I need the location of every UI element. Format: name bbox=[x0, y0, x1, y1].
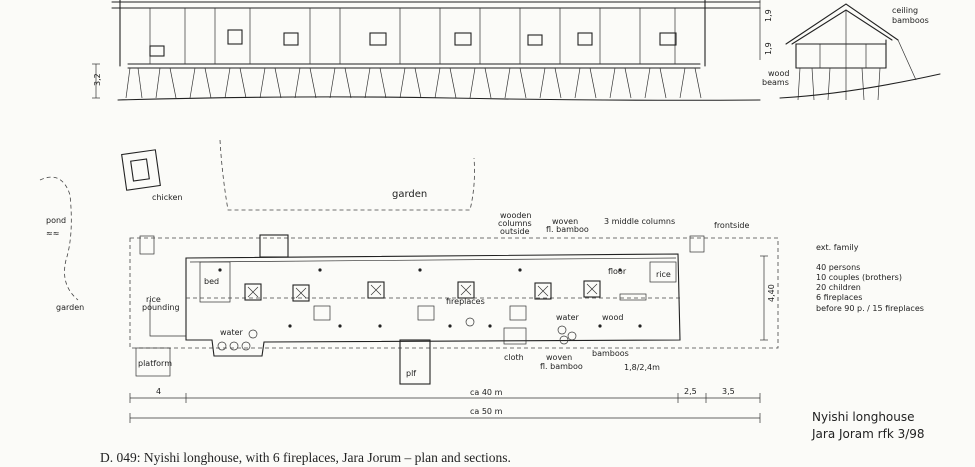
rice-pounding-label-2: pounding bbox=[142, 303, 180, 312]
frontside-label: frontside bbox=[714, 221, 750, 230]
woven-bamboo-bottom-label: woven bbox=[546, 353, 572, 362]
dim-ca50: ca 50 m bbox=[470, 407, 503, 416]
sketch-title-line-2: Jara Joram rfk 3/98 bbox=[811, 427, 925, 441]
plan-posts bbox=[218, 268, 642, 328]
wooden-columns-label-3: outside bbox=[500, 227, 530, 236]
ceiling-label: ceiling bbox=[892, 6, 918, 15]
wood-beams-label: wood bbox=[768, 69, 789, 78]
family-notes: ext. family 40 persons 10 couples (broth… bbox=[816, 243, 924, 313]
garden-fence-top bbox=[219, 139, 475, 211]
water-left-label: water bbox=[220, 328, 244, 337]
wood-label: wood bbox=[602, 313, 623, 322]
chicken-label: chicken bbox=[152, 193, 182, 202]
pond-symbol: ≈≈ bbox=[46, 229, 59, 238]
longhouse-elevation bbox=[92, 0, 761, 101]
fireplaces bbox=[244, 280, 601, 302]
wooden-columns-label-2: columns bbox=[498, 219, 532, 228]
pond-outline bbox=[39, 176, 79, 301]
woven-bamboo-bottom-label-2: fl. bamboo bbox=[540, 362, 583, 371]
wood-beams-label-2: beams bbox=[762, 78, 789, 87]
note-line-4: 20 children bbox=[816, 283, 861, 292]
woven-bamboo-top-label-2: fl. bamboo bbox=[546, 225, 589, 234]
dim-2-5: 2,5 bbox=[684, 387, 697, 396]
bamboos-label: bamboos bbox=[892, 16, 929, 25]
rice-right-label: rice bbox=[656, 270, 671, 279]
note-line-3: 10 couples (brothers) bbox=[816, 273, 902, 282]
pond-label: pond bbox=[46, 216, 66, 225]
note-line-5: 6 fireplaces bbox=[816, 293, 862, 302]
garden-label-left: garden bbox=[56, 303, 84, 312]
scale-label: 1,8/2,4m bbox=[624, 363, 660, 372]
height-label-left: 3,2 bbox=[93, 73, 102, 86]
note-line-2: 40 persons bbox=[816, 263, 860, 272]
cloth-label: cloth bbox=[504, 353, 524, 362]
figure-caption: D. 049: Nyishi longhouse, with 6 firepla… bbox=[100, 450, 511, 465]
platform-label: platform bbox=[138, 359, 172, 368]
water-vessels bbox=[217, 317, 577, 351]
longhouse-plan bbox=[129, 234, 779, 385]
height-label-right-top: 1,9 bbox=[764, 9, 773, 22]
height-label-right-bottom: 1,9 bbox=[764, 42, 773, 55]
note-line-1: ext. family bbox=[816, 243, 859, 252]
dim-3-5: 3,5 bbox=[722, 387, 735, 396]
woven-bamboo-top-label: woven bbox=[552, 217, 578, 226]
water-right-label: water bbox=[556, 313, 580, 322]
bamboos-plan-label: bamboos bbox=[592, 349, 629, 358]
floor-label: floor bbox=[608, 267, 627, 276]
dim-ca40: ca 40 m bbox=[470, 388, 503, 397]
chicken-house bbox=[121, 149, 161, 191]
dimension-lines bbox=[129, 393, 761, 423]
cross-section bbox=[779, 3, 941, 101]
garden-label-top: garden bbox=[392, 189, 427, 200]
sketch-title-line-1: Nyishi longhouse bbox=[812, 410, 915, 424]
bed-label: bed bbox=[204, 277, 219, 286]
wooden-columns-label: wooden bbox=[500, 211, 531, 220]
middle-columns-label: 3 middle columns bbox=[604, 217, 675, 226]
width-dimension bbox=[760, 255, 768, 341]
rice-pounding-label: rice bbox=[146, 295, 161, 304]
note-line-6: before 90 p. / 15 fireplaces bbox=[816, 304, 924, 313]
fireplaces-label: fireplaces bbox=[446, 297, 485, 306]
width-label: 4,40 bbox=[767, 284, 776, 302]
dim-left: 4 bbox=[156, 387, 161, 396]
plf-label: plf bbox=[406, 369, 416, 378]
